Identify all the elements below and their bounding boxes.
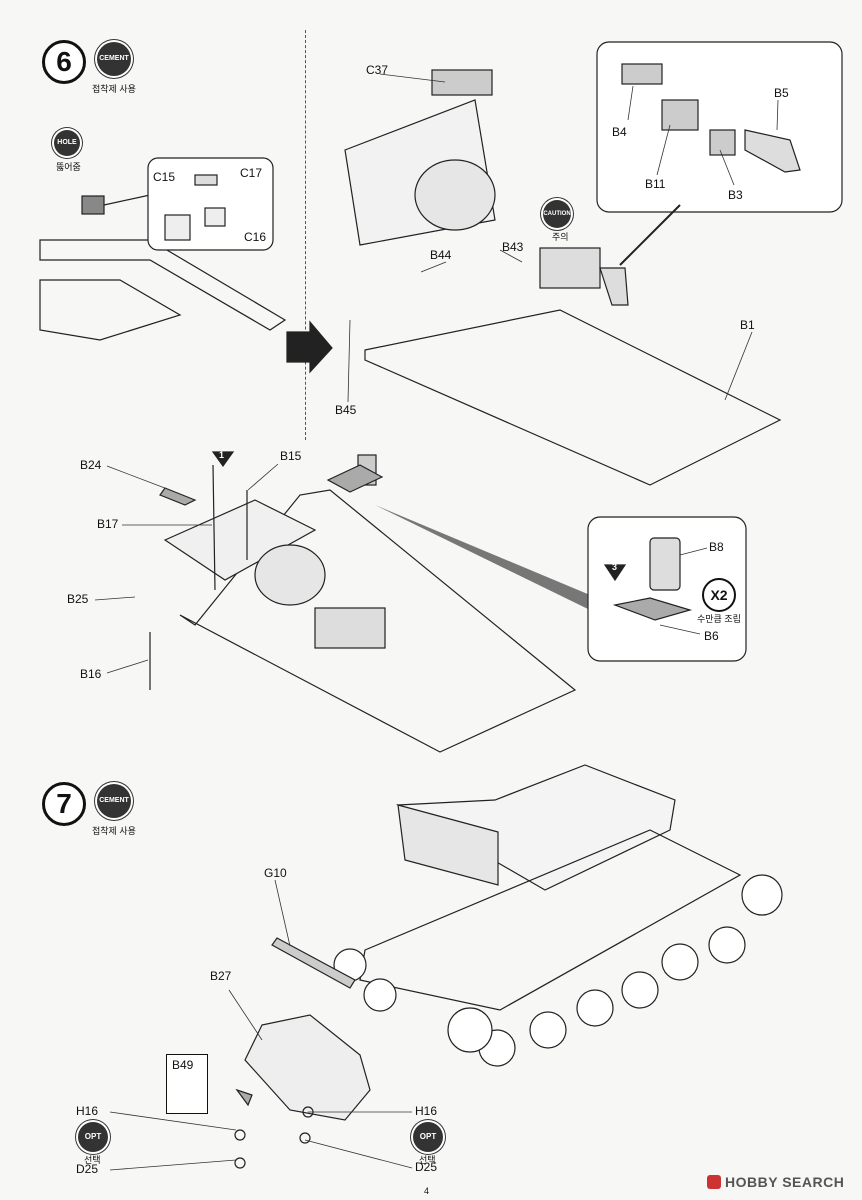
cement-badge-label: CEMENT [99,55,129,62]
opt-caption-right: 선택 [419,1155,436,1165]
opt-badge-label-left: OPT [84,1132,102,1141]
hull-floor-b1 [364,309,782,486]
part-label-b27: B27 [210,969,232,983]
part-label-b3: B3 [728,188,743,202]
part-label-b15: B15 [280,449,302,463]
part-label-b24: B24 [80,458,102,472]
marker-3: 3 [612,562,618,572]
watermark: HOBBY SEARCH [707,1174,844,1190]
part-label-b17: B17 [97,517,119,531]
part-label-c16: C16 [244,230,267,244]
x2-caption: 수만큼 조립 [697,614,741,624]
upper-hull-step7 [395,764,676,891]
part-label-h16-left: H16 [76,1104,99,1118]
cement-caption: 접착제 사용 [92,84,136,94]
part-label-d25-left: D25 [76,1162,99,1176]
page-number: 4 [424,1186,430,1196]
part-label-b45: B45 [335,403,357,417]
hull-assembly-mid [179,489,577,753]
cement-icon: CEMENT [97,42,131,76]
caution-badge-label: CAUTION [543,211,571,217]
hobby-search-logo-icon [707,1175,721,1189]
part-label-b25: B25 [67,592,89,606]
part-label-h16-right: H16 [415,1104,438,1118]
part-label-b16: B16 [80,667,102,681]
part-label-d25-right: D25 [415,1160,438,1174]
part-label-c37: C37 [366,63,389,77]
part-label-b11: B11 [645,177,666,191]
part-label-b49: B49 [172,1058,194,1072]
hole-caption: 뚫어줌 [56,162,81,172]
opt-caption-left: 선택 [84,1155,101,1165]
caution-icon: CAUTION [543,200,571,228]
part-label-b1: B1 [740,318,755,332]
cement-icon-step7: CEMENT [97,784,131,818]
part-label-c17: C17 [240,166,263,180]
x2-icon: X2 [702,578,736,612]
hole-icon: HOLE [54,130,80,156]
part-label-b4: B4 [612,125,627,139]
cement-badge-label-step7: CEMENT [99,797,129,804]
caution-caption: 주의 [552,232,569,242]
part-label-b8: B8 [709,540,724,554]
chassis-left-plate [39,239,287,331]
cement-caption-step7: 접착제 사용 [92,826,136,836]
part-label-b44: B44 [430,248,452,262]
marker-1: 1 [219,450,225,460]
panel-divider [305,30,306,440]
x2-badge-label: X2 [710,587,728,603]
watermark-text: HOBBY SEARCH [725,1174,845,1190]
step-7-number: 7 [42,782,86,826]
opt-icon-right: OPT [413,1122,443,1152]
part-label-b6: B6 [704,629,719,643]
opt-badge-label-right: OPT [419,1132,437,1141]
b49-detail-box: B49 [166,1054,208,1114]
part-label-g10: G10 [264,866,287,880]
opt-icon-left: OPT [78,1122,108,1152]
step-6-number: 6 [42,40,86,84]
part-label-b5: B5 [774,86,789,100]
part-label-c15: C15 [153,170,176,184]
hole-badge-label: HOLE [57,139,77,146]
part-label-b43: B43 [502,240,524,254]
